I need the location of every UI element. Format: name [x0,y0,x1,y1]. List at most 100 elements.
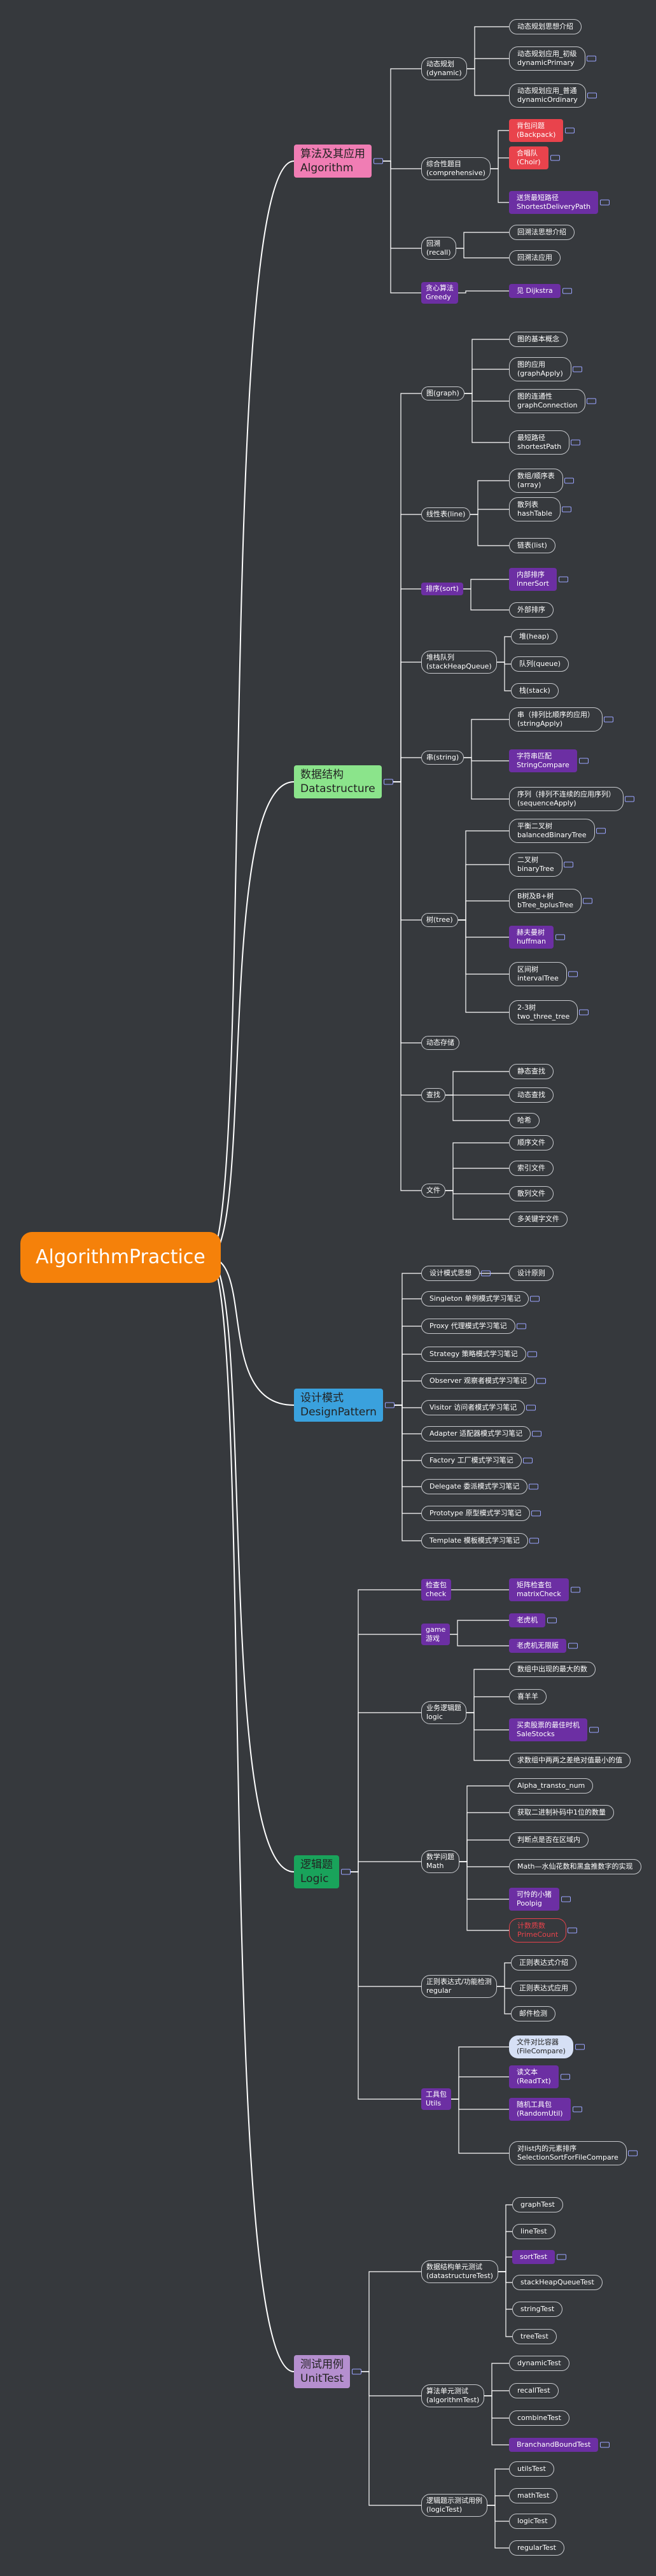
subtopic-2-8-2[interactable]: 动态查找 [509,1087,554,1103]
topic-2-6[interactable]: 树(tree) [421,913,458,927]
subtopic-2-1-2[interactable]: 图的应用(graphApply) [509,357,582,381]
subtopic-5-3-4[interactable]: regularTest [509,2540,564,2556]
subtopic-5-1-4[interactable]: stackHeapQueueTest [512,2275,603,2290]
topic-3-10[interactable]: Prototype 原型模式学习笔记 [421,1506,541,1521]
topic-1-1[interactable]: 动态规划(dynamic) [421,57,467,80]
subtopic-2-9-2[interactable]: 索引文件 [509,1161,554,1176]
root-topic[interactable]: AlgorithmPractice [20,1232,221,1283]
topic-5-3[interactable]: 逻辑题示测试用例(logicTest) [421,2494,487,2517]
subtopic-1-2-2[interactable]: 合唱队(Choir) [509,146,560,169]
subtopic-2-4-1[interactable]: 堆(heap) [511,629,558,644]
subtopic-2-9-4[interactable]: 多关键字文件 [509,1212,568,1227]
subtopic-2-8-1[interactable]: 静态查找 [509,1064,554,1079]
subtopic-2-5-3[interactable]: 序列（排列不连续的应用序列）(sequenceApply) [509,787,634,811]
subtopic-5-1-2[interactable]: lineTest [512,2224,555,2239]
topic-3-11[interactable]: Template 模板模式学习笔记 [421,1533,539,1548]
topic-2-4[interactable]: 堆栈队列(stackHeapQueue) [421,651,497,674]
subtopic-4-3-4[interactable]: 求数组中两两之差绝对值最小的值 [509,1753,631,1768]
topic-2-1[interactable]: 图(graph) [421,386,464,400]
subtopic-5-2-3[interactable]: combineTest [509,2410,569,2426]
subtopic-5-3-3[interactable]: logicTest [509,2514,556,2529]
subtopic-4-6-2[interactable]: 读文本(ReadTxt) [509,2065,570,2088]
subtopic-5-2-1[interactable]: dynamicTest [509,2356,569,2371]
topic-3-1[interactable]: 设计模式思想 [421,1266,491,1281]
subtopic-2-3-2[interactable]: 外部排序 [509,602,554,618]
subtopic-4-6-1[interactable]: 文件对比容器(FileCompare) [509,2035,585,2058]
topic-2-3[interactable]: 排序(sort) [421,583,463,595]
subtopic-4-4-2[interactable]: 获取二进制补码中1位的数量 [509,1805,614,1820]
subtopic-4-5-3[interactable]: 邮件检测 [511,2006,555,2021]
subtopic-2-1-1[interactable]: 图的基本概念 [509,332,568,347]
topic-3-8[interactable]: Factory 工厂模式学习笔记 [421,1453,533,1468]
subtopic-4-3-1[interactable]: 数组中出现的最大的数 [509,1662,596,1677]
subtopic-2-2-3[interactable]: 链表(list) [509,538,555,553]
topic-3-7[interactable]: Adapter 适配器模式学习笔记 [421,1426,542,1441]
subtopic-2-4-2[interactable]: 队列(queue) [511,656,569,672]
subtopic-4-5-2[interactable]: 正则表达式应用 [511,1981,576,1996]
topic-2-2[interactable]: 线性表(line) [421,507,471,521]
subtopic-4-5-1[interactable]: 正则表达式介绍 [511,1955,576,1971]
subtopic-5-2-2[interactable]: recallTest [509,2383,559,2398]
subtopic-2-9-1[interactable]: 顺序文件 [509,1135,554,1150]
subtopic-2-2-1[interactable]: 数组/顺序表(array) [509,469,574,493]
topic-3-9[interactable]: Delegate 委派模式学习笔记 [421,1479,539,1494]
subtopic-5-1-3[interactable]: sortTest [512,2250,566,2264]
topic-2-9[interactable]: 文件 [421,1184,445,1198]
subtopic-2-8-3[interactable]: 哈希 [509,1113,540,1128]
subtopic-5-3-1[interactable]: utilsTest [509,2461,554,2477]
subtopic-2-5-1[interactable]: 串（排列比顺序的应用）(stringApply) [509,707,613,732]
topic-3-2[interactable]: Singleton 单例模式学习笔记 [421,1291,540,1306]
topic-2-5[interactable]: 串(string) [421,751,464,765]
topic-3-6[interactable]: Visitor 访问者模式学习笔记 [421,1400,536,1415]
topic-3-3[interactable]: Proxy 代理模式学习笔记 [421,1319,526,1334]
subtopic-1-3-2[interactable]: 回溯法应用 [509,250,561,265]
subtopic-5-1-1[interactable]: graphTest [512,2197,563,2212]
subtopic-2-9-3[interactable]: 散列文件 [509,1186,554,1201]
subtopic-5-1-5[interactable]: stringTest [512,2302,563,2317]
subtopic-4-2-1[interactable]: 老虎机 [509,1613,557,1627]
topic-3-5[interactable]: Observer 观察者模式学习笔记 [421,1373,546,1389]
subtopic-4-2-2[interactable]: 老虎机无限版 [509,1639,578,1653]
topic-2-7[interactable]: 动态存储 [421,1036,459,1050]
subtopic-1-1-1[interactable]: 动态规划思想介绍 [509,19,582,34]
subtopic-4-6-3[interactable]: 随机工具包(RandomUtil) [509,2098,582,2121]
subtopic-5-3-2[interactable]: mathTest [509,2488,558,2503]
subtopic-4-4-3[interactable]: 判断点是否在区域内 [509,1832,589,1848]
subtopic-3-1-1[interactable]: 设计原则 [509,1266,554,1281]
subtopic-5-1-6[interactable]: treeTest [512,2329,557,2344]
subtopic-1-2-1[interactable]: 背包问题(Backpack) [509,119,575,142]
subtopic-2-4-3[interactable]: 栈(stack) [511,683,559,698]
subtopic-4-4-1[interactable]: Alpha_transto_num [509,1778,594,1794]
topic-1-3[interactable]: 回溯(recall) [421,237,456,260]
subtopic-5-2-4[interactable]: BranchandBoundTest [509,2438,610,2452]
topic-2-8[interactable]: 查找 [421,1088,445,1102]
